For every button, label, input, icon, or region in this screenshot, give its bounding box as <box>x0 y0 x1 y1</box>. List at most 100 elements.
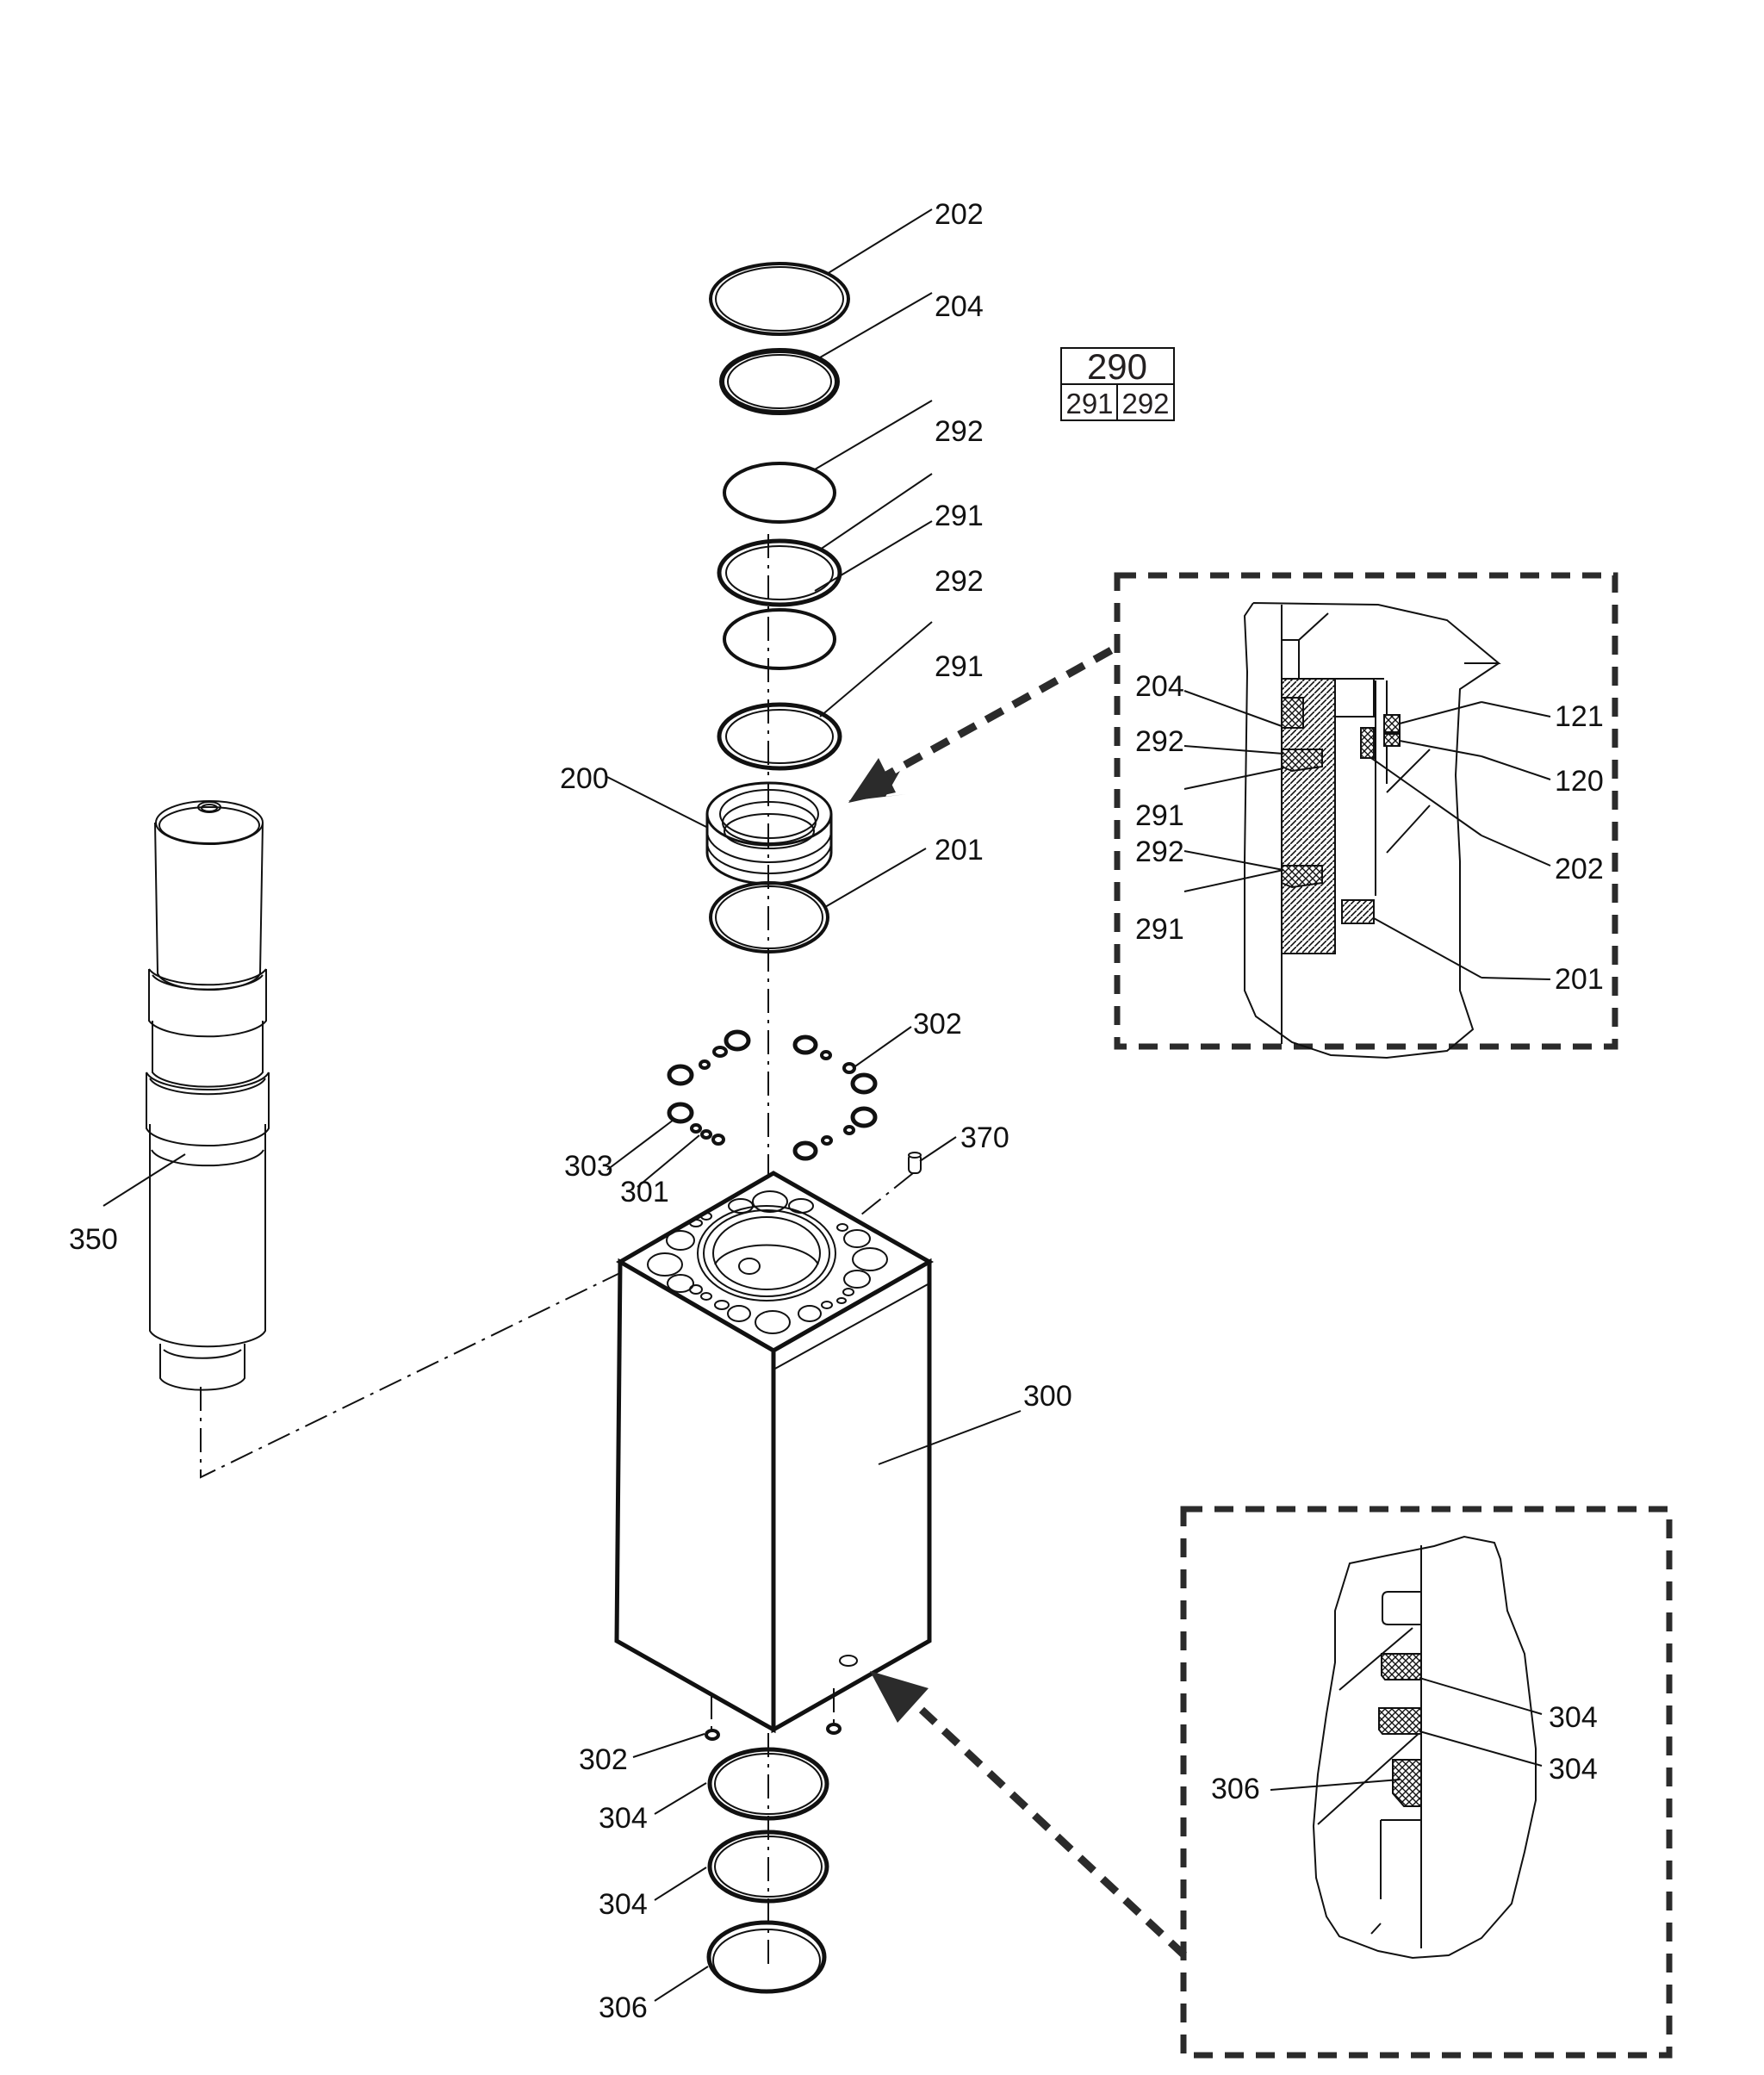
detail-arrow-lower <box>918 1706 1188 1959</box>
label-292-a: 292 <box>935 415 984 448</box>
label-204: 204 <box>935 290 984 323</box>
ring-202 <box>709 262 850 336</box>
detail-leader-121 <box>1399 701 1482 724</box>
legend-cell-292: 292 <box>1121 388 1169 419</box>
seal-202-section <box>1360 727 1375 759</box>
arrow-head-upper <box>848 758 896 803</box>
detail-label-292-b: 292 <box>1135 836 1184 868</box>
leader-302-bottom <box>632 1733 705 1758</box>
leader-300 <box>878 1410 1022 1465</box>
label-303: 303 <box>564 1150 613 1183</box>
detail-label-304-a: 304 <box>1549 1701 1598 1734</box>
label-304-b: 304 <box>599 1888 648 1921</box>
detail-leader-204 <box>1183 690 1283 727</box>
label-292-b: 292 <box>935 565 984 598</box>
detail-leader-120 <box>1399 740 1482 757</box>
detail-view-lower <box>1180 1506 1673 2059</box>
label-302-bottom: 302 <box>579 1743 628 1776</box>
seal-292-291-section-a <box>1281 749 1323 773</box>
oring-set <box>667 1029 878 1161</box>
arrow-head-lower <box>870 1671 929 1723</box>
leader-291-a <box>819 473 933 550</box>
label-304-a: 304 <box>599 1802 648 1835</box>
legend-cell-291: 291 <box>1065 388 1113 419</box>
shaft-350 <box>146 800 270 1391</box>
detail-label-291-a: 291 <box>1135 799 1184 832</box>
ring-201 <box>709 881 829 954</box>
detail-leader-304-b <box>1419 1730 1543 1767</box>
detail-leader-201-ext <box>1481 977 1551 980</box>
seal-120-section <box>1383 733 1401 747</box>
leader-291-b <box>819 621 933 718</box>
leader-200 <box>606 776 707 828</box>
detail-leader-292-b <box>1183 850 1284 871</box>
label-200: 200 <box>560 762 609 795</box>
oring-302-bottom-left <box>705 1729 720 1741</box>
leader-350 <box>102 1153 186 1207</box>
ring-292-a <box>723 462 836 524</box>
leader-302-top <box>852 1026 912 1069</box>
detail-label-201: 201 <box>1555 963 1604 996</box>
seal-201-section <box>1341 899 1375 924</box>
detail-arrow-upper <box>876 647 1114 783</box>
label-291-b: 291 <box>935 650 984 683</box>
legend-header: 290 <box>1087 346 1147 387</box>
label-302-top: 302 <box>913 1008 962 1041</box>
label-202: 202 <box>935 198 984 231</box>
leader-292-b <box>814 520 933 592</box>
leader-304-b <box>654 1867 707 1901</box>
label-291-a: 291 <box>935 500 984 532</box>
detail-leader-121-ext <box>1481 701 1551 718</box>
leader-204 <box>819 292 933 358</box>
label-306: 306 <box>599 1991 648 2024</box>
ring-291-a <box>717 538 842 607</box>
detail-label-204: 204 <box>1135 670 1184 703</box>
ring-292-b <box>723 608 836 670</box>
leader-304-a <box>654 1782 707 1815</box>
detail-leader-292-a <box>1183 745 1284 755</box>
seal-204-section <box>1281 697 1304 729</box>
detail-label-291-b: 291 <box>1135 913 1184 946</box>
detail-label-304-b: 304 <box>1549 1753 1598 1786</box>
label-350: 350 <box>69 1223 118 1256</box>
detail-label-306: 306 <box>1211 1773 1260 1805</box>
detail-leader-120-ext <box>1481 755 1551 780</box>
seal-292-291-section-b <box>1281 865 1323 889</box>
pin-370 <box>908 1152 922 1174</box>
seal-304-section-b <box>1378 1707 1422 1735</box>
shaft-alignment-line <box>200 1201 767 1479</box>
seal-306-section <box>1392 1759 1422 1807</box>
seal-304-section-a <box>1381 1653 1422 1681</box>
seal-121-section <box>1383 714 1401 733</box>
ring-306 <box>706 1920 827 1994</box>
detail-leader-304-a <box>1419 1677 1543 1715</box>
label-300: 300 <box>1023 1380 1072 1413</box>
block-300 <box>614 1171 935 1734</box>
detail-leader-306 <box>1270 1779 1401 1791</box>
oring-302-bottom-right <box>826 1723 842 1735</box>
pin-alignment-line <box>860 1172 914 1215</box>
leader-292-a <box>814 400 933 470</box>
detail-leader-201 <box>1373 917 1482 978</box>
leader-201 <box>824 848 927 908</box>
label-301: 301 <box>620 1176 669 1208</box>
leader-301 <box>637 1134 700 1188</box>
detail-leader-291-a <box>1183 767 1284 790</box>
detail-leader-291-b <box>1183 869 1284 892</box>
ring-204 <box>719 348 840 415</box>
detail-leader-202 <box>1370 757 1482 836</box>
detail-label-120: 120 <box>1555 765 1604 798</box>
ring-304-b <box>707 1830 829 1904</box>
detail-view-upper <box>1114 572 1618 1059</box>
detail-label-202: 202 <box>1555 853 1604 885</box>
ring-291-b <box>717 702 842 771</box>
legend-table-290: 290 291 292 <box>1060 346 1175 421</box>
detail-leader-202-ext <box>1481 835 1551 867</box>
leader-202 <box>826 208 933 275</box>
ring-304-a <box>707 1747 829 1821</box>
leader-303 <box>606 1119 674 1171</box>
label-201: 201 <box>935 834 984 867</box>
detail-label-292-a: 292 <box>1135 725 1184 758</box>
detail-label-121: 121 <box>1555 700 1604 733</box>
